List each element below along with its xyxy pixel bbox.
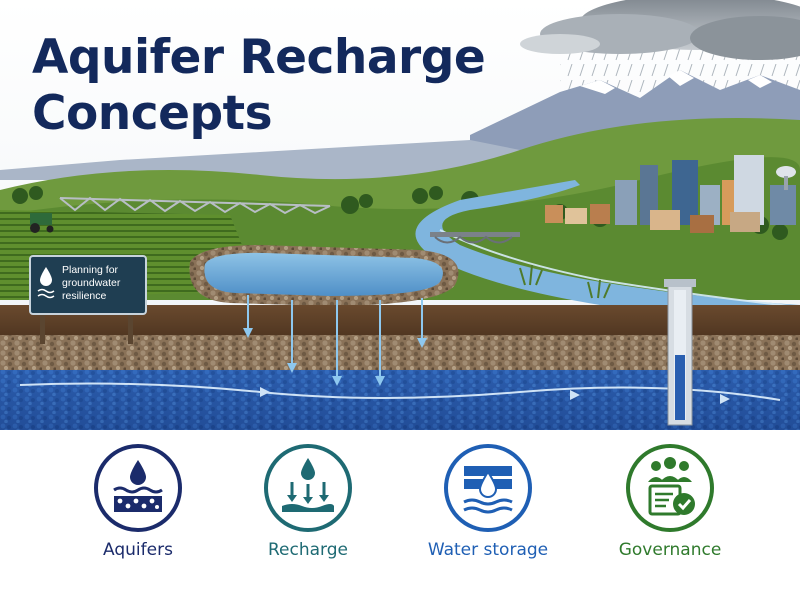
planning-sign	[29, 255, 147, 344]
reeds	[519, 264, 611, 299]
card-aquifers: Aquifers	[38, 442, 238, 560]
recharge-drop-icon	[264, 444, 352, 532]
card-water-storage: Water storage	[388, 442, 588, 560]
flow-arrow-icon	[260, 387, 270, 397]
water-drop-icon	[40, 267, 52, 286]
page-title: Aquifer Recharge Concepts	[32, 30, 486, 141]
monitoring-well	[664, 279, 696, 426]
irrigation-pivot	[59, 196, 331, 215]
tractor	[30, 213, 54, 233]
infiltration-arrows	[243, 295, 427, 386]
gravel-layer	[0, 335, 800, 375]
card-label: Aquifers	[103, 540, 173, 560]
card-label: Recharge	[268, 540, 348, 560]
sign-line: resilience	[62, 290, 107, 302]
recharge-pond	[189, 245, 459, 306]
card-governance: Governance	[570, 442, 770, 560]
flow-arrow-icon	[570, 390, 580, 400]
flow-arrow-icon	[720, 394, 730, 404]
card-label: Water storage	[427, 540, 549, 560]
sign-line: Planning for	[62, 264, 119, 276]
governance-people-icon	[626, 444, 714, 532]
groundwater-flow-line	[19, 382, 781, 401]
sign-line: groundwater	[62, 277, 121, 289]
aquifer-layers-icon	[94, 444, 182, 532]
landscape-illustration	[0, 0, 800, 430]
water-storage-icon	[444, 444, 532, 532]
tree-line	[12, 186, 788, 240]
bridge	[430, 232, 520, 244]
card-label: Governance	[618, 540, 722, 560]
sign-text: Planning for groundwater resilience	[62, 264, 144, 303]
concept-icons-row: Aquifers Recharge	[0, 430, 800, 602]
card-recharge: Recharge	[208, 442, 408, 560]
city	[545, 155, 796, 233]
